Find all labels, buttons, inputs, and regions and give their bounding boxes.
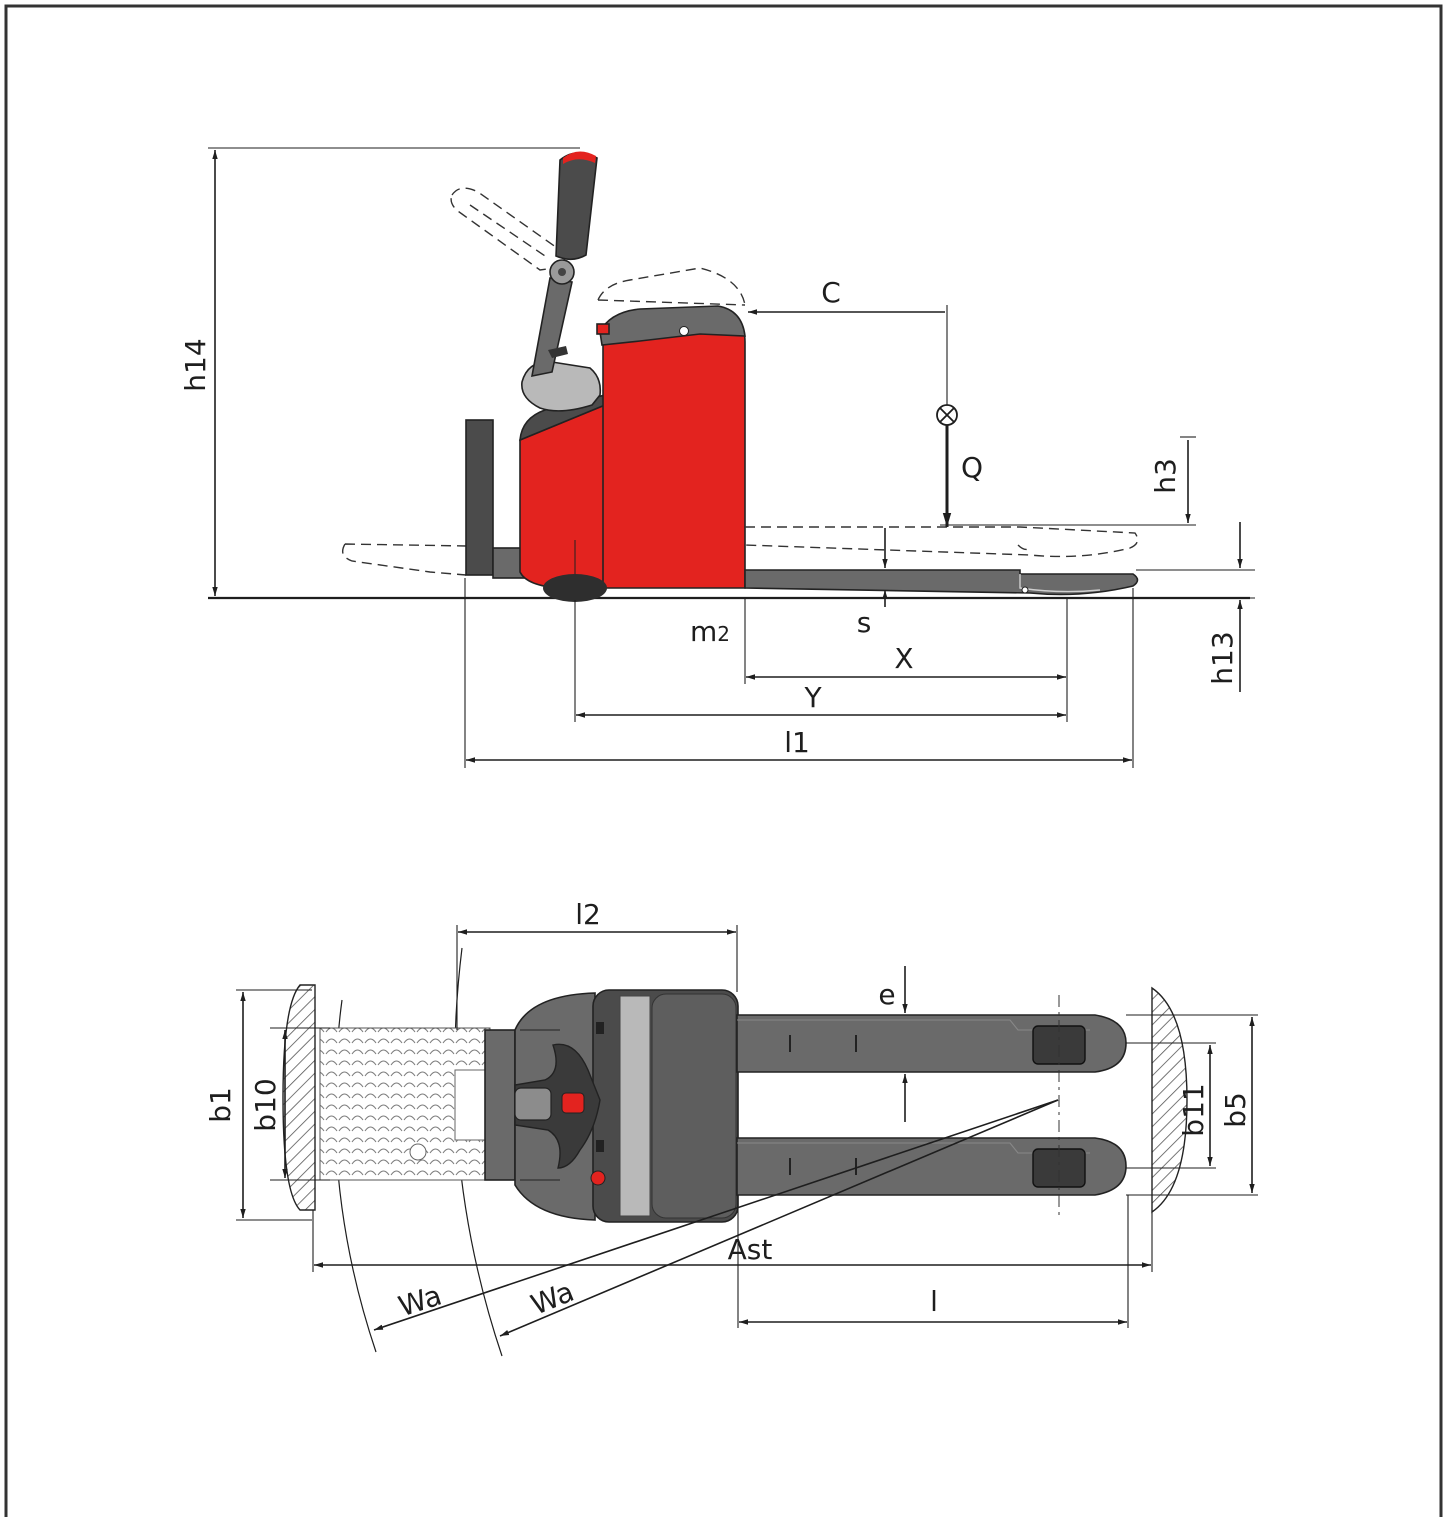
platform-back-plate [465, 419, 494, 576]
X-label: X [894, 642, 913, 675]
tiller-top-grip [514, 1087, 552, 1121]
fork-lower [736, 1137, 1127, 1196]
handle-tilted-dashed [450, 187, 563, 271]
battery-lid-raised-dashed [597, 267, 746, 306]
l1-label: l1 [784, 726, 810, 759]
platform-connector-top [484, 1029, 516, 1181]
fork-raised-dashed [744, 526, 1139, 558]
b5-label: b5 [1219, 1092, 1252, 1128]
b10-label: b10 [249, 1078, 282, 1131]
m2-label: m2 [690, 615, 730, 648]
handle-grip-cap [563, 151, 596, 164]
fork-load-roller [1021, 586, 1029, 594]
m2-label-base: m [690, 615, 717, 648]
platform-floor-sensor [409, 1143, 427, 1161]
e-label: e [878, 978, 895, 1011]
top-view: l2 e b1 b10 b11 b5 Ast l [204, 898, 1258, 1357]
status-light-top [596, 1022, 604, 1034]
handle-grip [555, 152, 598, 261]
tiller-top-button [561, 1092, 585, 1114]
drive-wheel [543, 574, 607, 602]
fork-raised-roller-dashed [1017, 544, 1031, 551]
Wa-radius-line-1 [373, 1099, 1059, 1331]
tiller-top [514, 1043, 601, 1169]
Q-label: Q [961, 451, 983, 484]
tiller-joint-pin [558, 268, 566, 276]
fork-lowered [744, 569, 1139, 596]
l2-label: l2 [575, 898, 601, 931]
wall-bumper-left [282, 984, 316, 1211]
b1-label: b1 [204, 1087, 237, 1123]
emergency-button [596, 323, 610, 335]
Y-label: Y [803, 681, 822, 714]
s-label: s [857, 606, 872, 639]
tiller-arm [531, 277, 573, 378]
side-view: h14 C Q h3 h13 s m2 X [179, 147, 1255, 768]
page-frame [4, 4, 1443, 1517]
battery-cover [599, 305, 746, 346]
body-stripe [619, 995, 651, 1217]
wall-bumper-right [1151, 986, 1188, 1214]
h14-label: h14 [179, 338, 212, 391]
C-label: C [821, 276, 841, 309]
Wa-label-2: Wa [526, 1275, 578, 1322]
platform-folded-dashed [342, 543, 467, 576]
l-label: l [930, 1285, 938, 1318]
handle-tilted-dashed-inner [469, 204, 549, 259]
Wa-radius-line-2 [499, 1099, 1059, 1337]
battery-cover-knob [679, 326, 689, 336]
h3-label: h3 [1149, 458, 1182, 494]
load-center-cross [939, 407, 955, 423]
tiller-lever [548, 346, 568, 358]
platform-floor-band [454, 1069, 486, 1141]
Wa-label-1: Wa [394, 1279, 445, 1324]
body-cover-top [651, 993, 737, 1219]
fork-tip [1019, 574, 1101, 593]
status-light-bottom [596, 1140, 604, 1152]
Ast-label: Ast [728, 1233, 773, 1266]
h13-label: h13 [1206, 631, 1239, 684]
m2-label-subscript: 2 [717, 622, 730, 646]
b11-label: b11 [1177, 1083, 1210, 1136]
body-main-red [602, 309, 746, 589]
emergency-button-top [590, 1170, 606, 1186]
